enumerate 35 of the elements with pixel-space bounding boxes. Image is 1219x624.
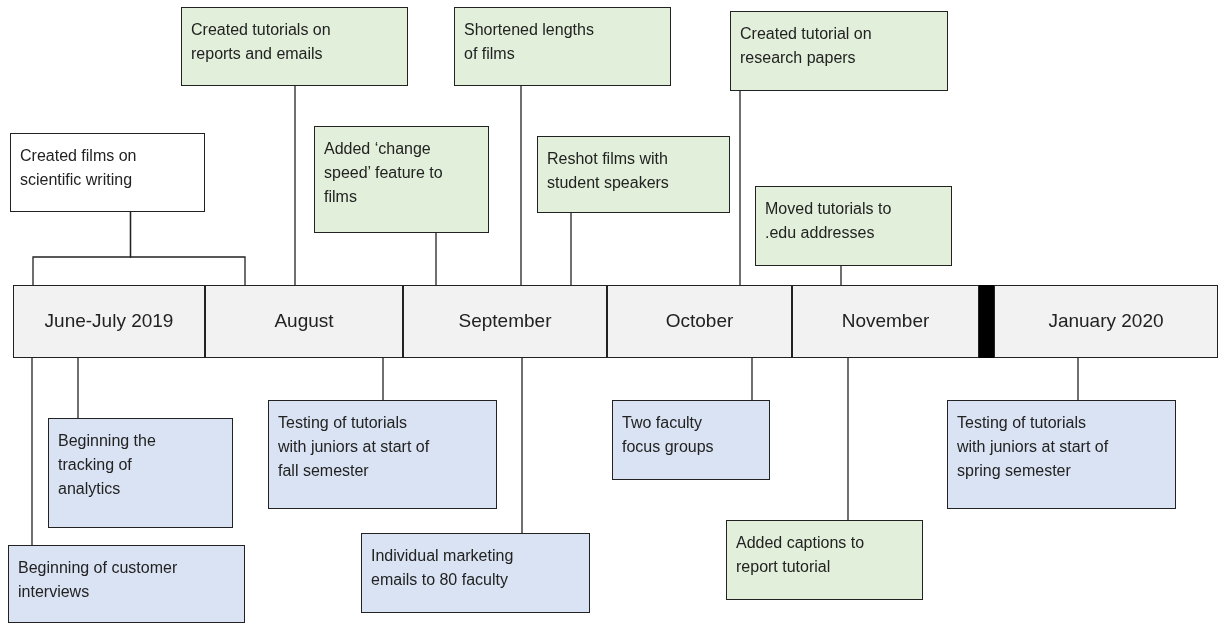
event-box: Added ‘change speed’ feature to films bbox=[314, 126, 489, 233]
leader-line bbox=[521, 357, 523, 534]
separator-bar bbox=[979, 285, 994, 358]
leader-line bbox=[382, 357, 384, 401]
month-cell: June-July 2019 bbox=[13, 285, 205, 358]
event-box: Added captions to report tutorial bbox=[726, 520, 923, 600]
leader-line bbox=[520, 85, 522, 286]
event-box: Created tutorials on reports and emails bbox=[181, 7, 408, 86]
leader-line bbox=[570, 212, 572, 286]
event-box: Created films on scientific writing bbox=[10, 133, 205, 212]
event-box: Testing of tutorials with juniors at start of fall semester bbox=[268, 400, 497, 509]
leader-line bbox=[31, 357, 33, 546]
leader-line bbox=[77, 357, 79, 419]
month-cell: August bbox=[205, 285, 403, 358]
leader-line bbox=[435, 232, 437, 286]
event-box: Beginning the tracking of analytics bbox=[48, 418, 233, 528]
leader-line bbox=[751, 357, 753, 401]
leader-line bbox=[294, 85, 296, 286]
event-box: Created tutorial on research papers bbox=[730, 11, 948, 91]
leader-line bbox=[847, 357, 849, 521]
event-box: Shortened lengths of films bbox=[454, 7, 671, 86]
leader-line bbox=[129, 211, 246, 286]
event-box: Beginning of customer interviews bbox=[8, 545, 245, 623]
leader-line bbox=[739, 90, 741, 286]
month-cell: January 2020 bbox=[994, 285, 1218, 358]
event-box: Testing of tutorials with juniors at start of spring semester bbox=[947, 400, 1176, 509]
month-cell: November bbox=[792, 285, 979, 358]
event-box: Two faculty focus groups bbox=[612, 400, 770, 480]
leader-line bbox=[840, 265, 842, 286]
event-box: Moved tutorials to .edu addresses bbox=[755, 186, 952, 266]
month-cell: October bbox=[607, 285, 792, 358]
month-cell: September bbox=[403, 285, 607, 358]
event-box: Reshot films with student speakers bbox=[537, 136, 730, 213]
event-box: Individual marketing emails to 80 faculty bbox=[361, 533, 590, 613]
leader-line bbox=[1077, 357, 1079, 401]
